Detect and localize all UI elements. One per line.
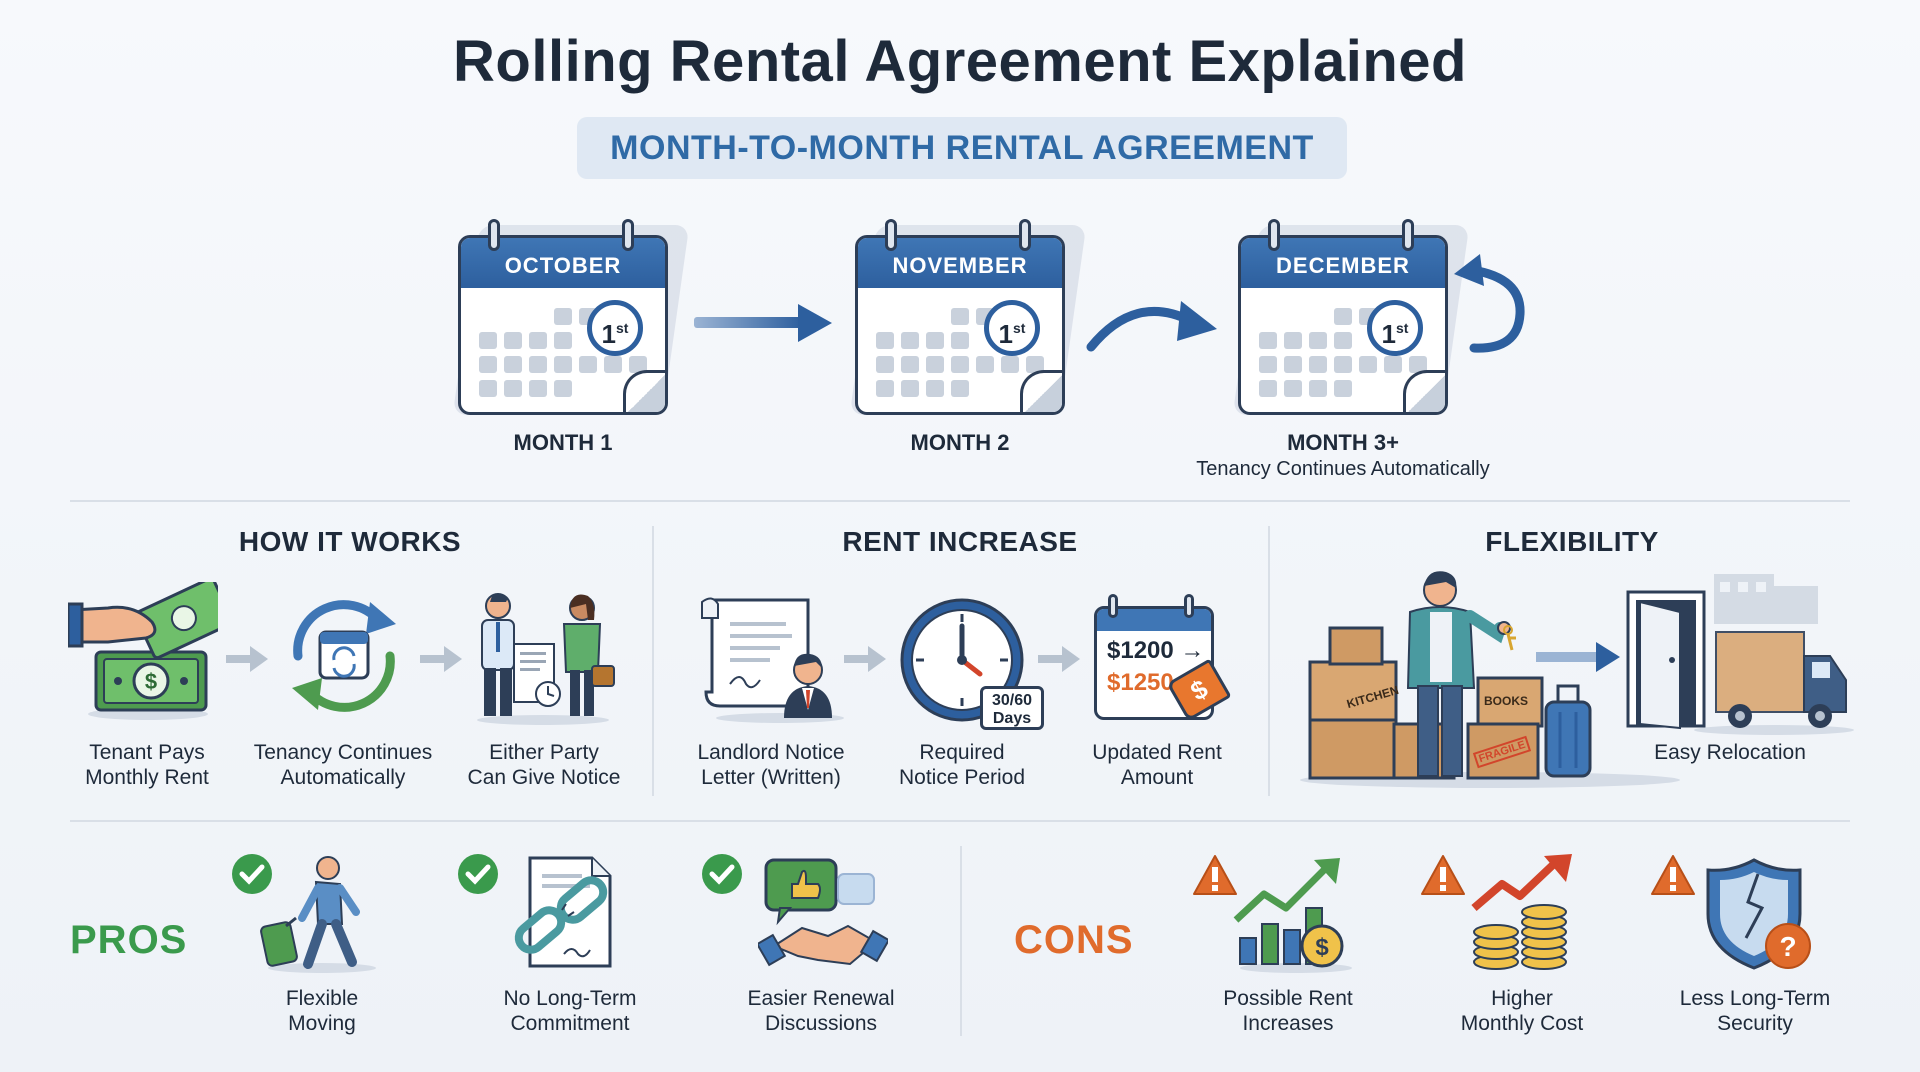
check-icon xyxy=(232,854,272,894)
divider xyxy=(1268,526,1270,796)
landlord-letter-icon xyxy=(701,597,844,723)
broken-chain-icon xyxy=(514,856,612,968)
arrow-right-icon xyxy=(844,646,886,672)
rent-increase-heading: RENT INCREASE xyxy=(842,526,1078,557)
how-it-works-heading: HOW IT WORKS xyxy=(238,526,462,557)
month-2-label: MONTH 2 xyxy=(910,430,1010,455)
check-icon xyxy=(702,854,742,894)
renew-cycle-icon xyxy=(292,600,396,712)
divider xyxy=(652,526,654,796)
subtitle-banner: MONTH-TO-MONTH RENTAL AGREEMENT xyxy=(577,117,1347,179)
flexibility-heading: FLEXIBILITY xyxy=(1485,526,1659,557)
old-rent: $1200 → xyxy=(1107,637,1205,664)
divider xyxy=(960,846,962,1036)
page-title: Rolling Rental Agreement Explained xyxy=(453,29,1467,94)
walking-luggage-icon xyxy=(260,856,376,973)
box-label-books: BOOKS xyxy=(1484,694,1529,708)
money-hand-icon: $ xyxy=(68,582,218,720)
door-truck-icon xyxy=(1626,574,1854,735)
new-rent: $1250 xyxy=(1107,669,1174,696)
calendar-day-badge: 1st xyxy=(587,300,643,356)
check-icon xyxy=(458,854,498,894)
pros-label: PROS xyxy=(70,918,188,962)
cons-label: CONS xyxy=(1014,918,1134,962)
curved-arrow-icon xyxy=(1086,301,1217,352)
warning-icon xyxy=(1421,855,1465,895)
month-3-sublabel: Tenancy Continues Automatically xyxy=(1196,458,1490,480)
divider xyxy=(70,820,1850,822)
coins-chart-icon xyxy=(1471,854,1572,970)
svg-text:?: ? xyxy=(1779,931,1796,962)
month-1-label: MONTH 1 xyxy=(513,430,613,455)
arrow-right-icon xyxy=(420,646,462,672)
rising-chart-icon: $ xyxy=(1233,858,1352,973)
calendar-december: DECEMBER 1st xyxy=(1232,215,1470,415)
month-3-label: MONTH 3+ xyxy=(1287,430,1399,455)
warning-icon xyxy=(1651,855,1695,895)
rent-tag-calendar-icon: $1200 → $1250 $ xyxy=(1094,594,1234,734)
calendar-october: OCTOBER 1st xyxy=(452,215,690,415)
moving-person-illustration: KITCHEN BOOKS FRAGILE xyxy=(1290,568,1710,788)
divider xyxy=(70,500,1850,502)
repeat-loop-icon xyxy=(1454,254,1525,353)
two-people-notice-icon xyxy=(477,593,615,725)
handshake-icon xyxy=(758,858,888,967)
svg-text:$: $ xyxy=(145,669,157,694)
arrow-right-icon xyxy=(226,646,268,672)
svg-text:$: $ xyxy=(1315,934,1329,961)
straight-arrow-icon xyxy=(694,304,832,342)
warning-icon xyxy=(1193,855,1237,895)
calendar-day-badge: 1st xyxy=(1367,300,1423,356)
calendar-november: NOVEMBER 1st xyxy=(849,215,1087,415)
calendar-day-badge: 1st xyxy=(984,300,1040,356)
arrow-right-icon xyxy=(1038,646,1080,672)
broken-shield-icon: ? xyxy=(1706,858,1811,970)
easy-relocation-caption: Easy Relocation xyxy=(1654,741,1806,764)
